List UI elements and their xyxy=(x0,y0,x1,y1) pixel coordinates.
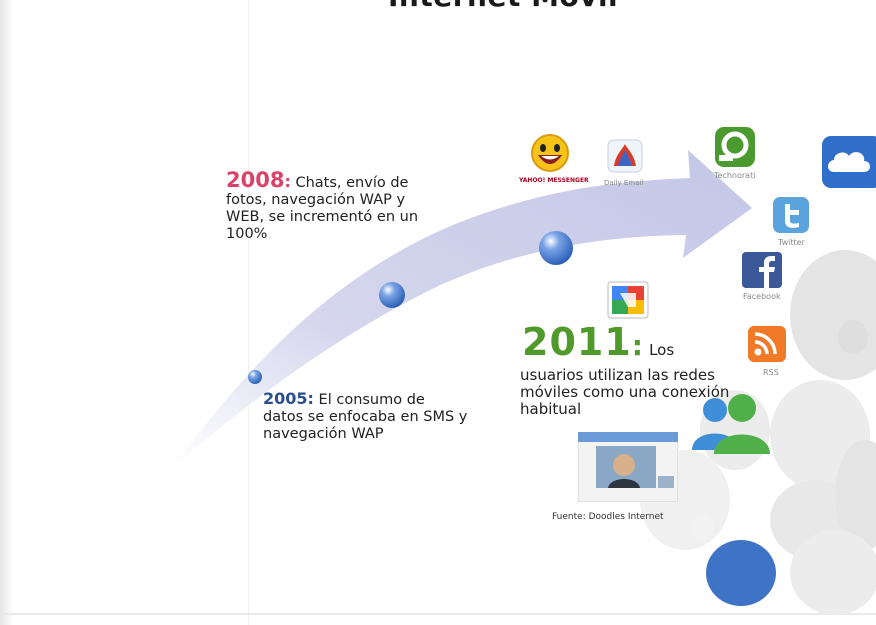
decor-bubble xyxy=(838,320,868,354)
description-2011: usuarios utilizan las redes móviles como… xyxy=(520,366,730,418)
msn-messenger-icon xyxy=(690,388,775,458)
decor-bubble xyxy=(790,530,876,615)
twitter-icon xyxy=(771,195,811,235)
decor-bubble-blue xyxy=(706,540,776,606)
decor-bubble xyxy=(690,515,714,541)
daily-email-icon xyxy=(606,136,644,176)
video-call-icon xyxy=(577,431,679,503)
timeline-dot-2008 xyxy=(379,282,405,308)
rss-caption: RSS xyxy=(763,368,779,377)
description-2005: El consumo de datos se enfocaba en SMS y… xyxy=(263,392,468,442)
daily-email-caption: Daily Email xyxy=(604,179,644,187)
page-fold-line xyxy=(248,0,249,625)
technorati-caption: Technorati xyxy=(714,171,756,180)
yahoo-messenger-caption: YAHOO! MESSENGER xyxy=(519,177,589,184)
source-credit: Fuente: Doodles Internet xyxy=(552,512,664,522)
facebook-icon xyxy=(740,250,784,290)
timeline-heading-2011: 2011: Los xyxy=(522,320,674,364)
timeline-dot-2005 xyxy=(248,370,262,384)
timeline-text-2005: 2005: El consumo de datos se enfocaba en… xyxy=(263,390,468,443)
google-talk-icon xyxy=(606,280,650,320)
cloud-icon xyxy=(820,134,876,190)
year-2005: 2005 xyxy=(263,389,308,408)
description-2011-lead: Los xyxy=(649,341,675,359)
timeline-text-2008: 2008: Chats, envío de fotos, navegación … xyxy=(226,170,431,243)
twitter-caption: Twitter xyxy=(778,238,805,247)
year-2011: 2011 xyxy=(522,320,632,364)
facebook-caption: Facebook xyxy=(743,292,781,301)
page-shadow xyxy=(0,0,14,625)
description-2008: Chats, envío de fotos, navegación WAP y … xyxy=(226,175,419,242)
yahoo-messenger-icon xyxy=(528,133,572,177)
technorati-icon xyxy=(713,125,757,169)
year-colon: : xyxy=(631,329,644,362)
rss-icon xyxy=(746,324,790,364)
decor-bubble xyxy=(790,250,876,380)
year-colon: : xyxy=(307,389,314,408)
page-bottom-edge xyxy=(0,613,876,615)
growth-arrow xyxy=(172,150,752,468)
timeline-dot-2011 xyxy=(539,231,573,265)
slide-title: Internet Movil xyxy=(388,0,618,13)
year-colon: : xyxy=(284,172,291,191)
year-2008: 2008 xyxy=(226,168,285,192)
